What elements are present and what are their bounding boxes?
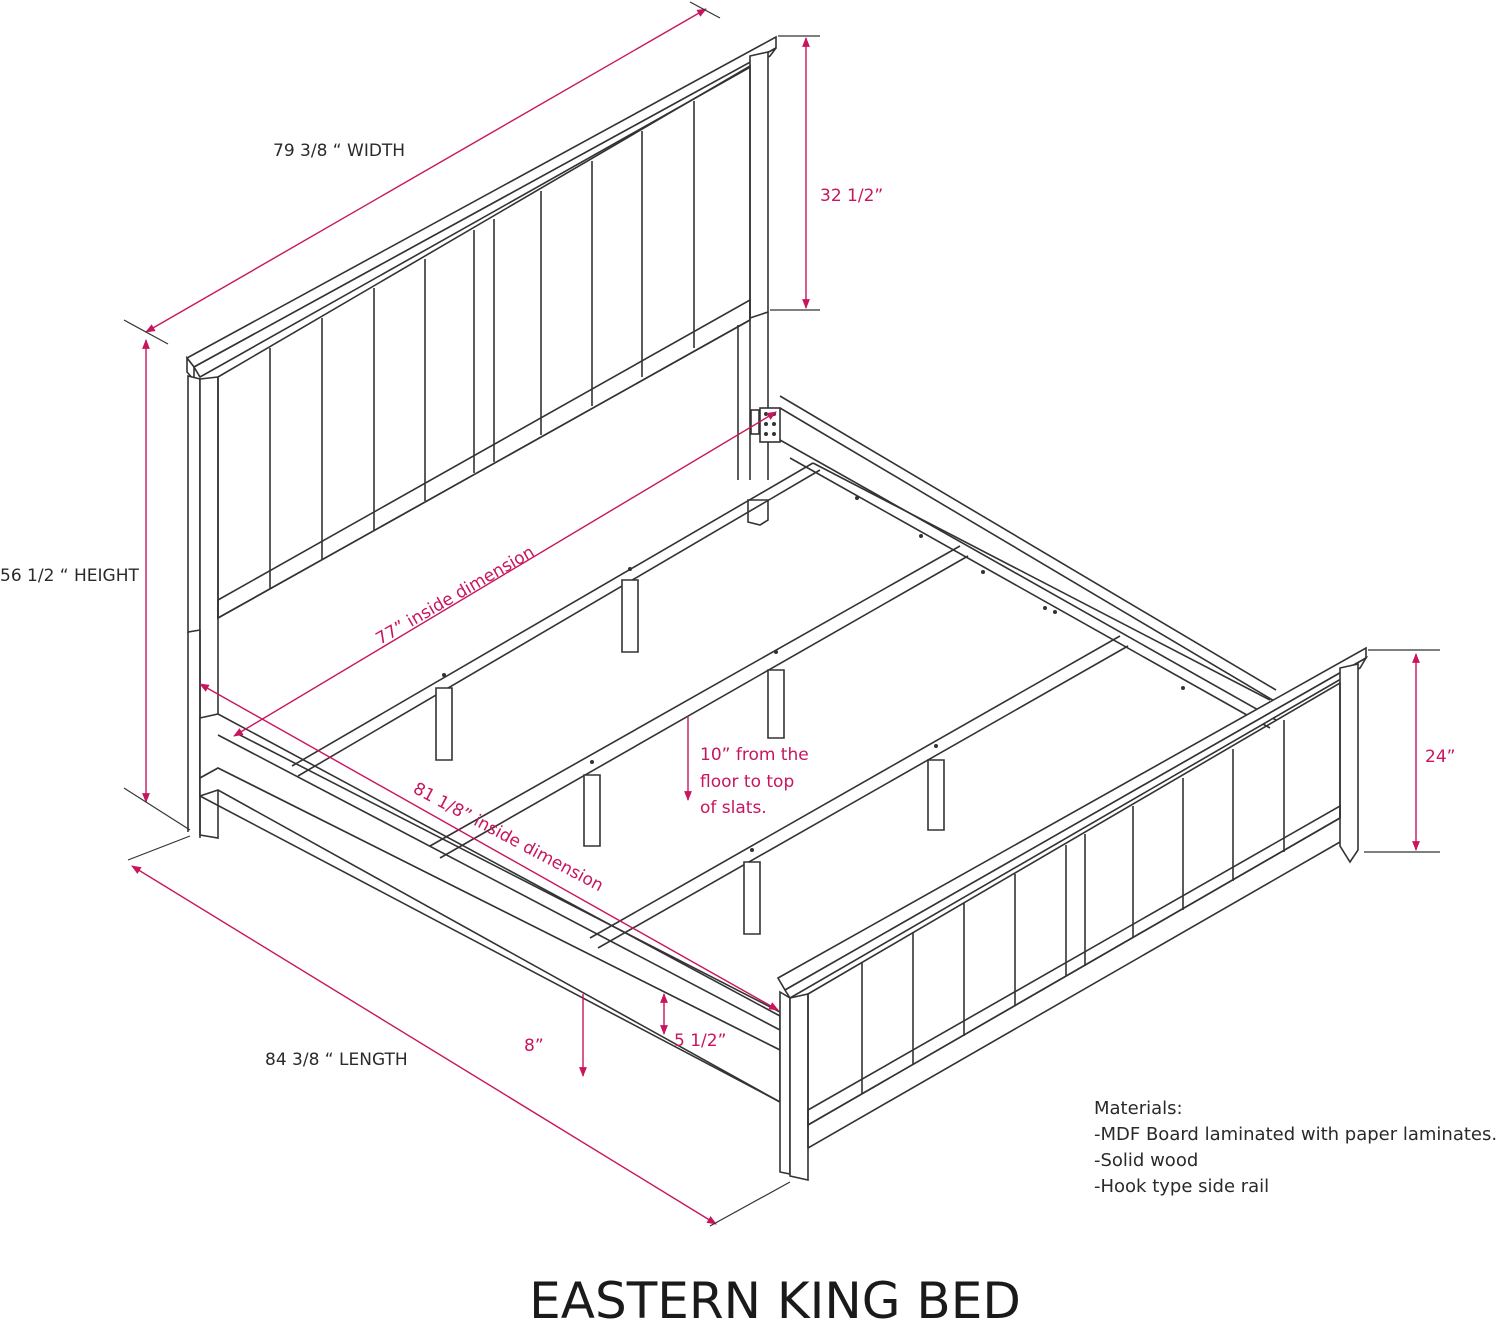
headboard-boards	[269, 101, 695, 588]
rail-height-label: 5 1/2”	[674, 1031, 726, 1051]
headboard-panel-label: 32 1/2”	[820, 186, 883, 206]
slat-height-label-3: of slats.	[700, 798, 767, 818]
width-label: 79 3/8 “ WIDTH	[273, 141, 405, 161]
materials-item-2: -Solid wood	[1094, 1150, 1198, 1171]
page-title: EASTERN KING BED	[529, 1272, 1021, 1330]
footboard-boards	[861, 720, 1285, 1094]
footboard	[776, 646, 1369, 1181]
slat-height-label-1: 10” from the	[700, 745, 809, 765]
length-label: 84 3/8 “ LENGTH	[265, 1050, 408, 1070]
footboard-height-label: 24”	[1425, 747, 1455, 767]
slat-height-label-2: floor to top	[700, 772, 794, 792]
dimension-lines	[123, 1, 1440, 1227]
materials-heading: Materials:	[1094, 1098, 1183, 1119]
materials-item-1: -MDF Board laminated with paper laminate…	[1094, 1124, 1497, 1145]
inside-width-label: 77” inside dimension	[373, 542, 539, 649]
rail-clearance-label: 8”	[524, 1036, 544, 1056]
height-label: 56 1/2 “ HEIGHT	[0, 566, 140, 586]
materials-item-3: -Hook type side rail	[1094, 1176, 1269, 1197]
materials-block: Materials: -MDF Board laminated with pap…	[1094, 1098, 1497, 1197]
right-side-rail	[779, 395, 1277, 729]
